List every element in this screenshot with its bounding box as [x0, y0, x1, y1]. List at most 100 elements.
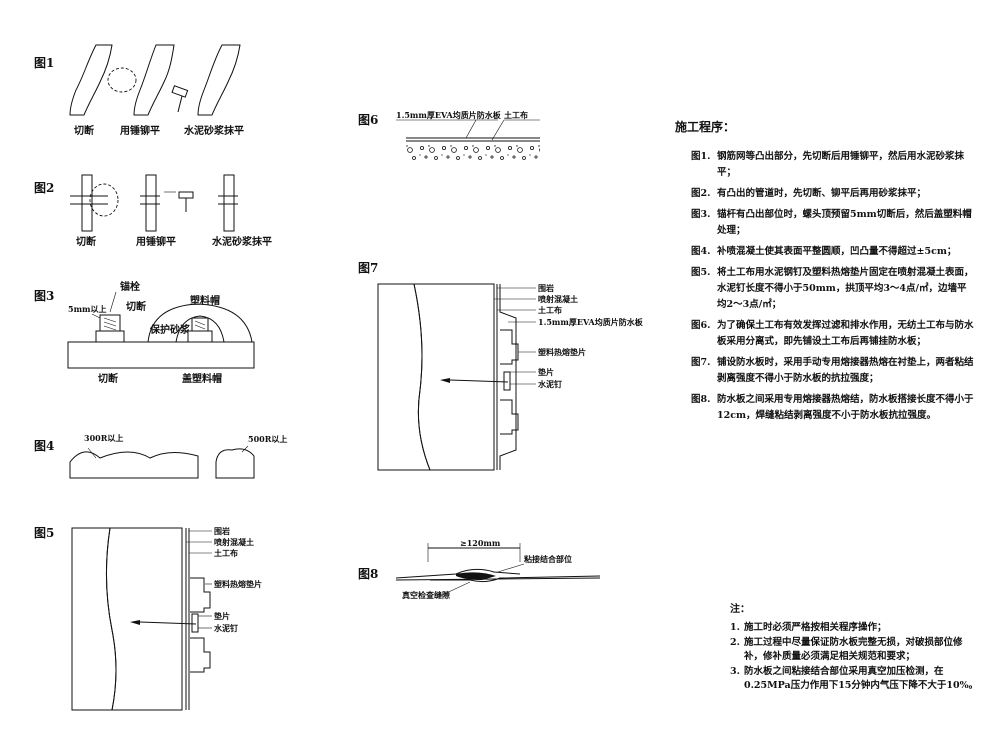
fig8-label-joint: 粘接结合部位 [523, 554, 572, 564]
fig7-plastic-pad [500, 329, 519, 365]
fig6-label-board: 1.5mm厚EVA均质片防水板 [396, 110, 502, 120]
procedure-item: 图5. 将土工布用水泥钢钉及塑料热熔垫片固定在喷射混凝土表面，水泥钉长度不得小于… [675, 265, 975, 313]
procedure-num: 图1. [691, 151, 711, 162]
notes: 注： 1. 施工时必须严格按相关程序操作； 2. 施工过程中尽量保证防水板完整无… [730, 600, 980, 694]
fig5-label-1: 围岩 [214, 526, 230, 536]
note-num: 3. [730, 666, 740, 677]
construction-procedure: 施工程序： 图1. 钢筋网等凸出部分，先切断后用锤铆平，然后用水泥砂浆抹平； 图… [675, 118, 975, 429]
procedure-item: 图6. 为了确保土工布有效发挥过滤和排水作用，无纺土工布与防水板采用分离式，即先… [675, 318, 975, 350]
fig3-label-plastic-cap: 塑料帽 [190, 294, 220, 307]
note-item: 1. 施工时必须严格按相关程序操作； [730, 621, 980, 635]
fig7-label-5: 塑料热熔垫片 [538, 347, 586, 357]
note-item: 2. 施工过程中尽量保证防水板完整无损，对破损部位修补，修补质量必须满足相关规范… [730, 636, 980, 664]
fig2-label-1: 切断 [76, 235, 96, 248]
fig2-label-3: 水泥砂浆抹平 [211, 235, 272, 248]
procedure-num: 图8. [691, 394, 711, 405]
fig8-label-vacuum: 真空检查缝隙 [402, 590, 450, 600]
fig3-label-cut: 切断 [98, 372, 118, 385]
fig2-title: 图2 [34, 181, 54, 195]
procedure-item: 图7. 铺设防水板时，采用手动专用熔接器热熔在衬垫上，两者粘结剥离强度不得小于防… [675, 355, 975, 387]
fig7-label-2: 喷射混凝土 [538, 294, 578, 304]
fig2-wall-c [223, 174, 235, 232]
fig4-surface-b [215, 448, 255, 479]
fig7-nail [449, 379, 509, 383]
fig5-title: 图5 [34, 526, 54, 540]
fig1-rock-b [133, 44, 175, 116]
procedure-title: 施工程序： [675, 120, 736, 134]
procedure-item: 图3. 锚杆有凸出部位时，螺头顶预留5mm切断后，然后盖塑料帽处理； [675, 207, 975, 239]
fig6-concrete [406, 143, 540, 161]
procedure-text: 有凸出的管道时，先切断、铆平后再用砂浆抹平； [717, 188, 927, 199]
fig8-board-lower [430, 575, 601, 583]
fig5-label-2: 喷射混凝土 [214, 537, 254, 547]
fig3-label-5mm: 5mm以上 [68, 304, 107, 314]
fig1-label-3: 水泥砂浆抹平 [183, 124, 244, 137]
fig7-label-7: 水泥钉 [537, 379, 562, 389]
fig8-label-dim: ≥120mm [460, 538, 501, 548]
hammer-icon [178, 191, 194, 212]
fig4-label-500r: 500R以上 [248, 434, 287, 444]
notes-title: 注： [730, 604, 750, 615]
fig7-surrounding-rock [377, 283, 431, 471]
fig3-label-cut-top: 切断 [126, 300, 146, 313]
fig7-eva-board [499, 284, 517, 470]
fig6-label-cloth: 土工布 [504, 110, 528, 120]
procedure-item: 图8. 防水板之间采用专用熔接器热熔结，防水板搭接长度不得小于12cm，焊缝粘结… [675, 392, 975, 424]
fig7-shotcrete [413, 283, 495, 471]
fig4-surface-a [69, 451, 199, 479]
procedure-num: 图5. [691, 267, 711, 278]
figure-2: 图2 切断 用锤铆平 水泥砂浆抹平 [34, 174, 272, 248]
procedure-text: 防水板之间采用专用熔接器热熔结，防水板搭接长度不得小于12cm，焊缝粘结剥离强度… [717, 394, 974, 421]
bolt-icon [95, 314, 125, 343]
fig4-title: 图4 [34, 439, 54, 453]
fig5-surrounding-rock [71, 527, 117, 711]
fig1-cut-circle [107, 67, 137, 93]
procedure-num: 图2. [691, 188, 711, 199]
fig6-title: 图6 [358, 113, 378, 127]
fig4-label-300r: 300R以上 [84, 433, 123, 443]
fig8-board-upper [395, 568, 521, 579]
fig2-cut-circle [89, 183, 119, 217]
figure-5: 图5 围岩 喷射混凝土 土工布 塑料热熔垫片 垫片 水泥钉 [34, 526, 262, 711]
procedure-num: 图4. [691, 246, 711, 257]
note-num: 2. [730, 637, 740, 648]
fig5-plastic-pad [190, 577, 211, 613]
fig2-wall-b [145, 174, 157, 232]
fig3-label-bolt: 锚栓 [120, 280, 140, 293]
hammer-icon [171, 85, 189, 113]
fig7-title: 图7 [358, 261, 378, 275]
fig1-title: 图1 [34, 56, 54, 70]
procedure-text: 锚杆有凸出部位时，螺头顶预留5mm切断后，然后盖塑料帽处理； [717, 209, 972, 236]
fig2-label-2: 用锤铆平 [135, 235, 176, 248]
procedure-text: 铺设防水板时，采用手动专用熔接器热熔在衬垫上，两者粘结剥离强度不得小于防水板的抗… [717, 357, 974, 384]
note-text: 防水板之间粘接结合部位采用真空加压检测，在0.25MPa压力作用下15分钟内气压… [744, 666, 979, 691]
fig5-shotcrete [105, 527, 183, 711]
fig1-rock-a [69, 44, 113, 116]
figure-1: 图1 切断 用锤铆平 水泥砂浆抹平 [34, 44, 244, 137]
fig5-label-6: 水泥钉 [213, 623, 238, 633]
fig7-label-6: 垫片 [538, 367, 554, 377]
fig3-ground [67, 341, 255, 369]
fig8-title: 图8 [358, 567, 378, 581]
fig8-weld [456, 572, 496, 580]
fig3-label-protect: 保护砂浆 [149, 323, 191, 336]
figure-3: 图3 锚栓 5mm以上 切断 塑料帽 保护砂浆 切断 盖塑料帽 [34, 280, 255, 385]
fig7-label-3: 土工布 [538, 305, 562, 315]
fig3-plastic-cap [147, 303, 253, 343]
bolt-icon [187, 317, 213, 343]
fig7-label-4: 1.5mm厚EVA均质片防水板 [538, 317, 644, 327]
fig5-nail [139, 621, 197, 625]
procedure-num: 图6. [691, 320, 711, 331]
figure-7: 图7 围岩 喷射混凝土 土工布 1.5mm厚EVA均质片防水板 塑料热熔垫片 垫… [358, 261, 644, 471]
procedure-num: 图7. [691, 357, 711, 368]
fig5-label-3: 土工布 [214, 548, 238, 558]
note-text: 施工过程中尽量保证防水板完整无损，对破损部位修补，修补质量必须满足相关规范和要求… [744, 637, 963, 662]
procedure-item: 图2. 有凸出的管道时，先切断、铆平后再用砂浆抹平； [675, 186, 975, 202]
procedure-text: 钢筋网等凸出部分，先切断后用锤铆平，然后用水泥砂浆抹平； [717, 151, 965, 178]
figure-6: 图6 1.5mm厚EVA均质片防水板 土工布 [358, 110, 540, 161]
fig5-label-4: 塑料热熔垫片 [214, 579, 262, 589]
procedure-text: 为了确保土工布有效发挥过滤和排水作用，无纺土工布与防水板采用分离式，即先铺设土工… [717, 320, 974, 347]
note-num: 1. [730, 622, 740, 633]
fig1-label-1: 切断 [74, 124, 94, 137]
